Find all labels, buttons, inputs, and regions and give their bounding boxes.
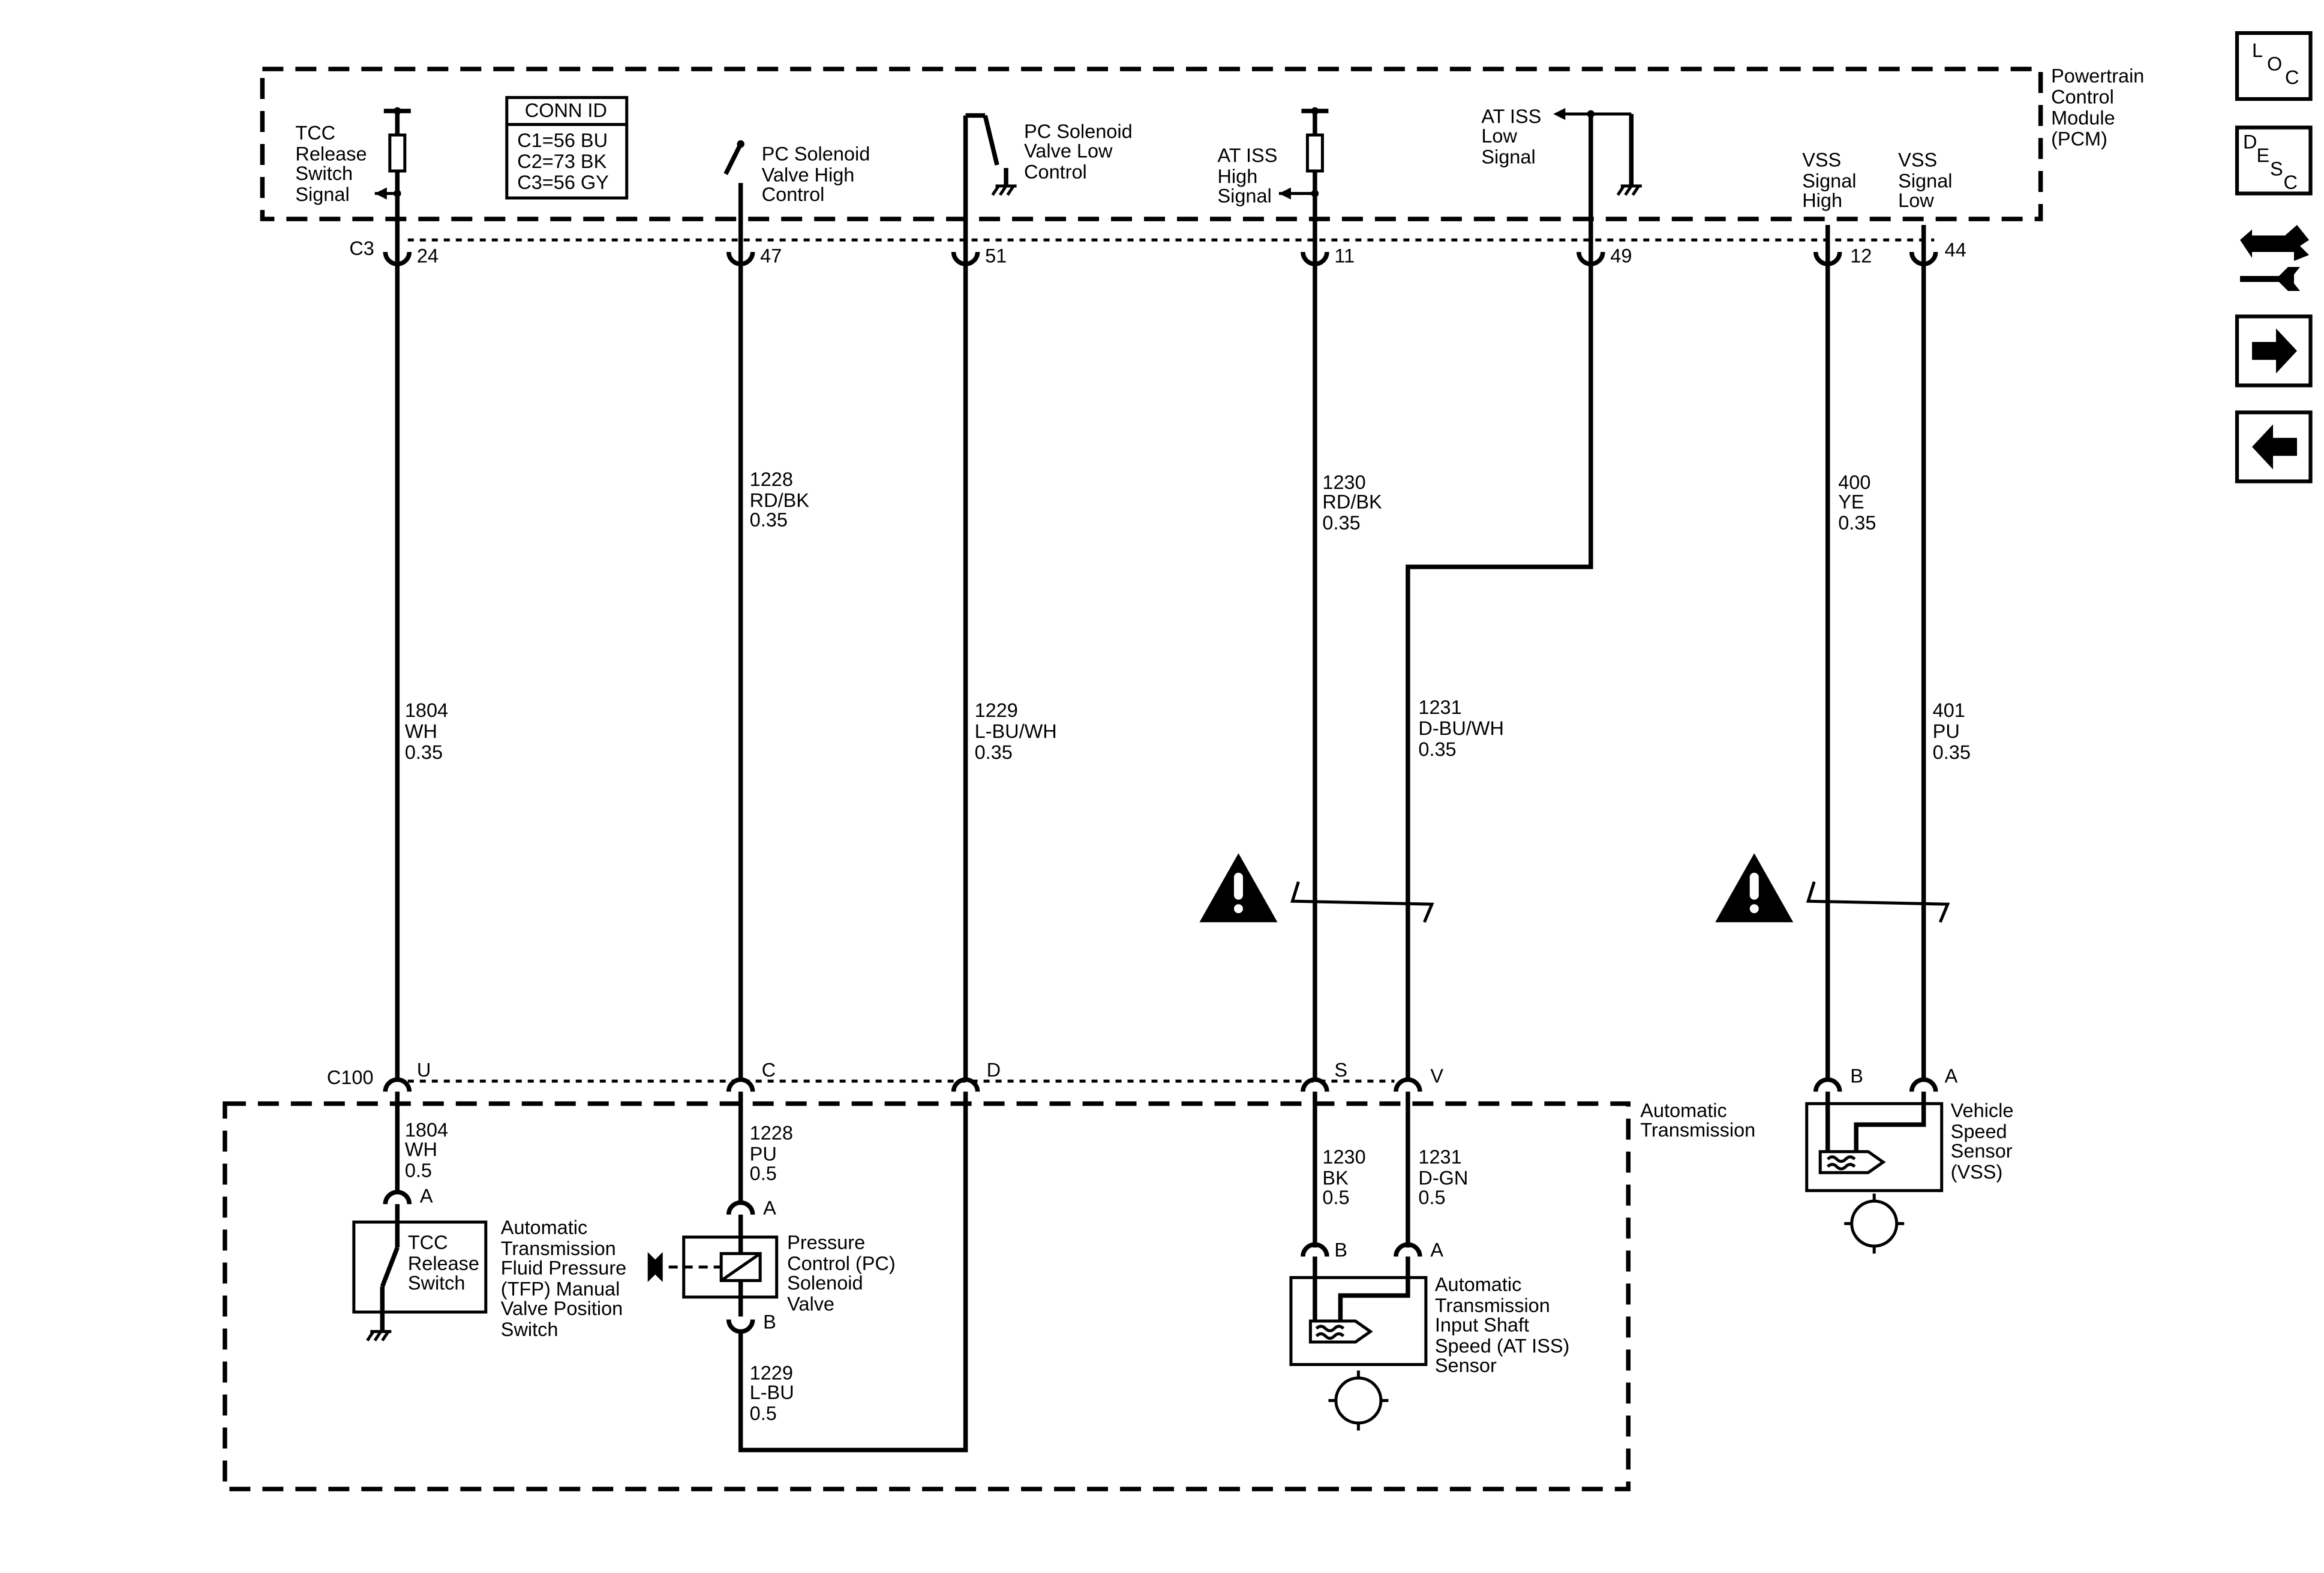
svg-text:C2=73 BK: C2=73 BK [517,151,606,172]
transmission-box [223,1101,1631,1491]
vss-low-label: VSS Signal Low [1898,149,1957,211]
pc-low-circuit [963,113,1017,225]
iss-low-circuit [1553,108,1642,225]
c100-pin-v: V [1430,1065,1443,1087]
c100-pin-u: U [417,1059,431,1081]
wire-1229-label: 1229 L-BU/WH 0.35 [975,700,1062,763]
c100-pin-d: D [987,1059,1001,1081]
warning-icon [1715,853,1794,923]
wire-1230-label: 1230 RD/BK 0.35 [1322,472,1387,533]
loc-letter-l: L [2252,40,2263,61]
next-button[interactable] [2235,314,2313,388]
wire-1804-label: 1804 WH 0.35 [405,700,454,763]
iss-sensor-pin-a: A [1430,1239,1443,1261]
wire-1228-label: 1228 RD/BK 0.35 [750,469,815,530]
arrow-left-icon [2252,424,2298,470]
svg-text:C3=56 GY: C3=56 GY [517,172,609,193]
wrench-icon [2240,266,2301,291]
iss-high-circuit [1278,107,1329,225]
twisted-pair-vss [1806,881,1950,923]
desc-letter-d: D [2243,131,2257,153]
component-button[interactable] [2234,212,2313,297]
wire-1229-lower-label: 1229 L-BU 0.5 [750,1362,800,1424]
pc-solenoid-pin-b: B [763,1311,776,1333]
conn-id-table: CONN ID C1=56 BU C2=73 BK C3=56 GY [505,96,629,200]
wire-1228-lower-label: 1228 PU 0.5 [750,1122,798,1184]
c100-label: C100 [327,1067,374,1088]
pin-51: 51 [985,245,1007,266]
pin-49: 49 [1610,245,1632,266]
tcc-switch-label: Automatic Transmission Fluid Pressure (T… [501,1217,632,1340]
pcm-box [260,67,2043,221]
desc-button[interactable]: D E S C [2235,125,2313,196]
tcc-release-switch [352,1190,488,1341]
svg-text:CONN ID: CONN ID [525,100,607,121]
wire-401-label: 401 PU 0.35 [1933,700,1971,763]
main-wires [395,224,1926,1080]
twisted-pair-iss [1290,881,1434,923]
c3-label: C3 [349,238,374,259]
iss-sensor-label: Automatic Transmission Input Shaft Speed… [1435,1274,1575,1376]
pc-solenoid-valve [647,1200,779,1334]
iss-sensor [1289,1242,1428,1431]
pc-low-label: PC Solenoid Valve Low Control [1024,121,1138,182]
vss-sensor-label: Vehicle Speed Sensor (VSS) [1951,1100,2019,1182]
pin-47: 47 [760,245,782,266]
vss-pin-a: A [1945,1065,1958,1087]
lower-wires [395,1091,1410,1452]
vss-sensor [1805,1091,1944,1254]
pcm-label: Powertrain Control Module (PCM) [2051,65,2149,150]
desc-letter-c: C [2284,172,2298,193]
svg-text:C1=56 BU: C1=56 BU [517,130,608,151]
wire-400-label: 400 YE 0.35 [1838,472,1876,533]
pc-solenoid-label: Pressure Control (PC) Solenoid Valve [787,1232,901,1314]
c100-pins [383,1077,1938,1092]
desc-letter-s: S [2270,158,2283,180]
iss-sensor-pin-b: B [1334,1239,1347,1261]
wire-1231-label: 1231 D-BU/WH 0.35 [1418,697,1509,760]
loc-button[interactable]: L O C [2235,31,2313,101]
c100-pin-c: C [762,1059,776,1081]
wire-1231-lower-label: 1231 D-GN 0.5 [1418,1146,1473,1208]
loc-letter-o: O [2267,53,2282,75]
wire-1804-lower-label: 1804 WH 0.5 [405,1119,454,1181]
loc-letter-c: C [2285,67,2299,88]
c100-pin-s: S [1334,1059,1347,1081]
desc-letter-e: E [2257,145,2270,166]
pin-12: 12 [1850,245,1872,266]
connector-icon [2240,224,2310,261]
tcc-switch-pin: A [420,1185,433,1207]
warning-icon [1199,853,1278,923]
tcc-signal-label: TCC Release Switch Signal [295,122,372,205]
c3-pins [383,251,1938,266]
iss-low-label: AT ISS Low Signal [1481,106,1547,167]
wire-1230-lower-label: 1230 BK 0.5 [1322,1146,1371,1208]
pin-44: 44 [1945,239,1966,260]
iss-high-label: AT ISS High Signal [1217,145,1283,206]
pc-solenoid-pin-a: A [763,1197,776,1219]
arrow-right-icon [2252,328,2298,374]
pc-high-label: PC Solenoid Valve High Control [762,143,876,205]
vss-pin-b: B [1850,1065,1863,1087]
tcc-signal-circuit [374,107,411,225]
previous-button[interactable] [2235,410,2313,484]
pin-24: 24 [417,245,439,266]
tcc-switch-inner-label: TCC Release Switch [408,1232,485,1293]
pc-high-circuit [723,140,744,225]
vss-high-label: VSS Signal High [1802,149,1861,211]
pin-11: 11 [1334,245,1355,266]
transmission-label: Automatic Transmission [1640,1100,1755,1140]
